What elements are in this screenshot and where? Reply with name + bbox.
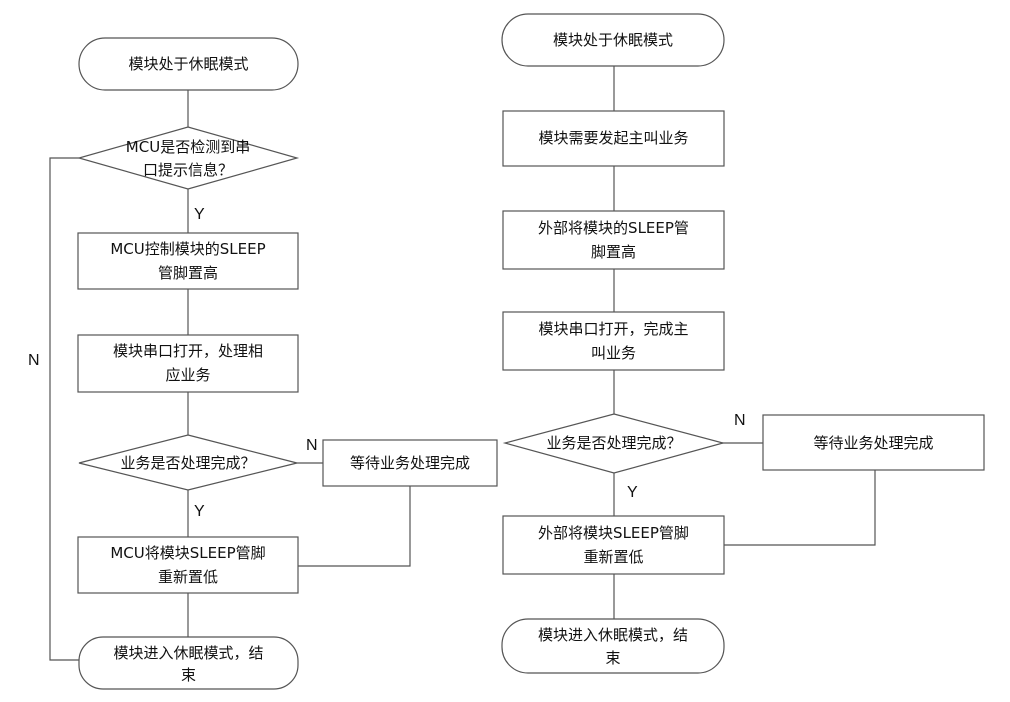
right-step3-line1: 模块串口打开，完成主	[538, 320, 689, 338]
left-step3-line1: MCU将模块SLEEP管脚	[110, 544, 266, 562]
right-step1-text: 模块需要发起主叫业务	[538, 129, 689, 147]
left-step2-line2: 应业务	[165, 366, 211, 384]
left-step1-line1: MCU控制模块的SLEEP	[110, 240, 266, 258]
left-yes-label-1: Y	[194, 206, 205, 223]
right-decision-text: 业务是否处理完成？	[546, 434, 682, 452]
left-no-wait-label: N	[306, 437, 318, 454]
right-no-label: N	[734, 412, 746, 429]
right-step3-line2: 叫业务	[590, 344, 636, 362]
left-decision2-text: 业务是否处理完成？	[120, 454, 256, 472]
left-step-sleep-high	[77, 232, 299, 290]
left-decision1-line2: 口提示信息？	[142, 161, 233, 179]
loop-back-connector	[49, 157, 79, 661]
left-yes-label-2: Y	[194, 503, 205, 520]
right-step2-line1: 外部将模块的SLEEP管	[538, 219, 689, 237]
left-end-terminal	[78, 636, 299, 690]
left-start-text: 模块处于休眠模式	[128, 55, 249, 73]
left-step2-line1: 模块串口打开，处理相	[112, 342, 263, 360]
right-wait-box	[762, 414, 985, 471]
right-step-initiate-call	[502, 110, 725, 167]
left-no-loop-label: N	[28, 352, 40, 369]
right-decision-done	[502, 413, 726, 474]
right-yes-label: Y	[627, 484, 638, 501]
left-step-open-serial	[77, 334, 299, 393]
left-end-line2: 束	[180, 666, 196, 684]
left-step3-line2: 重新置低	[157, 568, 218, 586]
right-end-line2: 束	[605, 649, 621, 667]
left-decision-serial	[76, 126, 300, 190]
left-step-sleep-low	[77, 536, 299, 594]
left-start-terminal	[78, 37, 299, 91]
left-end-line1: 模块进入休眠模式，结	[113, 644, 264, 662]
right-step4-line1: 外部将模块SLEEP管脚	[538, 524, 689, 542]
right-start-text: 模块处于休眠模式	[552, 31, 673, 49]
right-end-terminal	[501, 618, 725, 674]
right-wait-text: 等待业务处理完成	[813, 434, 934, 452]
left-wait-text: 等待业务处理完成	[349, 454, 470, 472]
right-step-open-serial	[502, 311, 725, 371]
right-step2-line2: 脚置高	[590, 243, 636, 261]
right-step-sleep-low	[502, 515, 725, 575]
right-step4-line2: 重新置低	[583, 548, 644, 566]
right-step-sleep-high	[502, 210, 725, 270]
connector	[298, 486, 411, 567]
connector	[724, 470, 876, 546]
right-end-line1: 模块进入休眠模式，结	[537, 626, 688, 644]
left-wait-box	[322, 439, 498, 487]
left-step1-line2: 管脚置高	[157, 264, 218, 282]
right-start-terminal	[501, 13, 725, 67]
left-decision1-line1: MCU是否检测到串	[125, 138, 251, 156]
left-decision-done	[78, 434, 298, 491]
